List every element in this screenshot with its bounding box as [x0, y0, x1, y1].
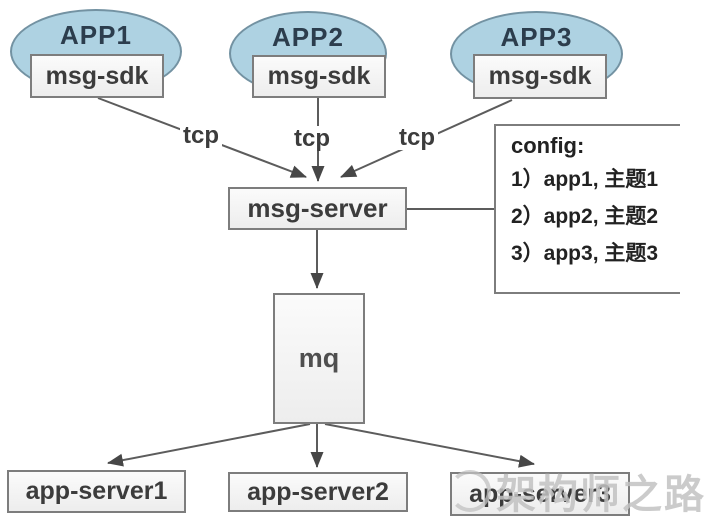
app-server3-label: app-server3 [469, 479, 611, 508]
config-line-1: 1）app1, 主题1 [511, 168, 659, 191]
config-line-2: 2）app2, 主题2 [511, 205, 659, 228]
msg-sdk-label-3: msg-sdk [488, 62, 592, 90]
config-title: config: [511, 133, 585, 158]
app-server1-label: app-server1 [25, 477, 168, 505]
msg-sdk-box-1: msg-sdk [30, 54, 164, 98]
app3-label: APP3 [500, 22, 573, 52]
msg-sdk-box-2: msg-sdk [252, 55, 386, 98]
app-server2-label: app-server2 [247, 477, 389, 506]
tcp-label-3: tcp [396, 125, 438, 150]
tcp-label-1: tcp [180, 123, 222, 148]
app2-label: APP2 [272, 22, 344, 52]
msg-server-box: msg-server [228, 187, 407, 230]
msg-sdk-box-3: msg-sdk [473, 54, 607, 99]
mq-label: mq [298, 343, 340, 373]
msg-sdk-label-2: msg-sdk [267, 62, 371, 90]
msg-server-label: msg-server [247, 193, 388, 223]
config-box: config: 1）app1, 主题1 2）app2, 主题2 3）app3, … [494, 124, 680, 294]
msg-sdk-label-1: msg-sdk [45, 61, 149, 90]
app-server3-box: app-server3 [450, 472, 630, 516]
config-line-3: 3）app3, 主题3 [511, 242, 659, 265]
mq-box: mq [273, 293, 365, 424]
app-server2-box: app-server2 [228, 472, 408, 512]
app-server1-box: app-server1 [7, 470, 186, 513]
tcp-label-2: tcp [291, 126, 333, 151]
app1-label: APP1 [60, 20, 132, 50]
